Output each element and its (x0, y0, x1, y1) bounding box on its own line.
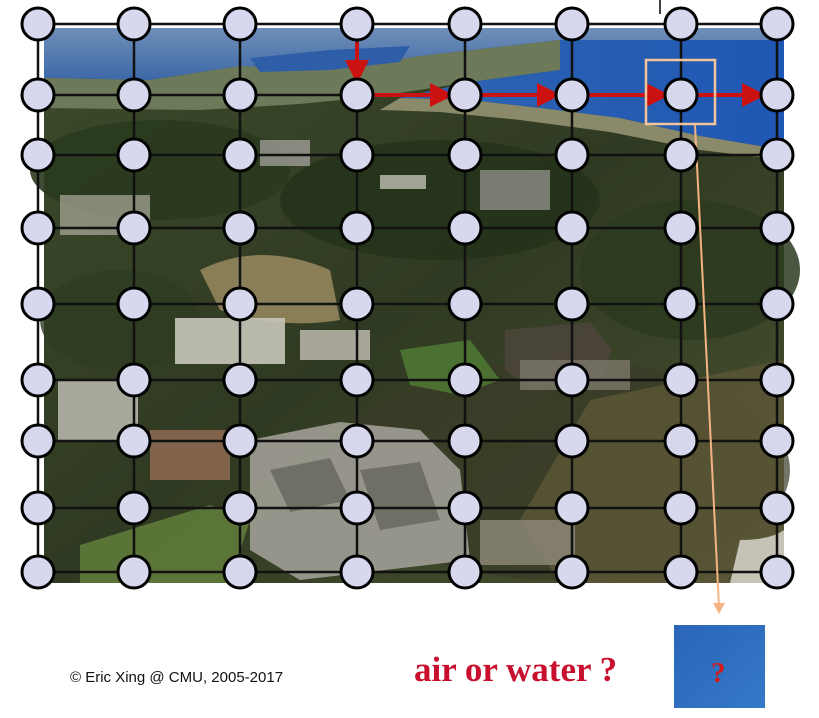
grid-node (118, 139, 150, 171)
grid-node (665, 492, 697, 524)
grid-node (118, 212, 150, 244)
grid-node (118, 79, 150, 111)
grid-node (224, 212, 256, 244)
grid-node (341, 556, 373, 588)
grid-node (118, 8, 150, 40)
grid-node (761, 288, 793, 320)
grid-node (556, 288, 588, 320)
grid-node (449, 8, 481, 40)
grid-node (22, 425, 54, 457)
grid-node (556, 79, 588, 111)
grid-node (118, 556, 150, 588)
grid-node (761, 492, 793, 524)
grid-node (556, 212, 588, 244)
grid-node (556, 556, 588, 588)
grid-node (118, 288, 150, 320)
grid-node (665, 212, 697, 244)
grid-node (449, 139, 481, 171)
grid-node (665, 79, 697, 111)
grid-node (761, 364, 793, 396)
grid-node (341, 425, 373, 457)
grid-node (665, 139, 697, 171)
grid-node (761, 425, 793, 457)
grid-node (341, 8, 373, 40)
grid-node (224, 288, 256, 320)
grid-node (22, 79, 54, 111)
callout-arrowhead (713, 603, 725, 614)
grid-node (22, 364, 54, 396)
grid-node (341, 79, 373, 111)
grid-node (22, 288, 54, 320)
grid-node (22, 492, 54, 524)
grid-node (118, 492, 150, 524)
grid-node (224, 139, 256, 171)
grid-node (556, 425, 588, 457)
grid-node (449, 79, 481, 111)
grid-node (224, 8, 256, 40)
grid-node (449, 425, 481, 457)
grid-node (22, 556, 54, 588)
grid-node (341, 212, 373, 244)
grid-node (224, 556, 256, 588)
grid-node (556, 364, 588, 396)
grid-node (224, 425, 256, 457)
grid-node (224, 79, 256, 111)
grid-node (341, 364, 373, 396)
grid-node (341, 139, 373, 171)
grid-node (22, 8, 54, 40)
grid-node (556, 8, 588, 40)
air-or-water-question: air or water ? (414, 650, 617, 690)
grid-node (665, 8, 697, 40)
grid-node (761, 556, 793, 588)
grid-node (449, 492, 481, 524)
grid-node (761, 139, 793, 171)
grid-node (22, 139, 54, 171)
grid-node (118, 364, 150, 396)
grid-node (341, 288, 373, 320)
grid-node (449, 556, 481, 588)
grid-node (556, 139, 588, 171)
grid-node (224, 492, 256, 524)
grid-node (665, 364, 697, 396)
grid-node (761, 8, 793, 40)
grid-node (341, 492, 373, 524)
grid-node (118, 425, 150, 457)
grid-node (761, 79, 793, 111)
grid-node (449, 364, 481, 396)
grid-node (556, 492, 588, 524)
grid-node (665, 425, 697, 457)
grid-node (449, 212, 481, 244)
grid-node (22, 212, 54, 244)
grid-node (224, 364, 256, 396)
grid-node (665, 288, 697, 320)
grid-node (665, 556, 697, 588)
grid-node (761, 212, 793, 244)
copyright-text: © Eric Xing @ CMU, 2005-2017 (70, 669, 283, 686)
patch-question-mark: ? (711, 657, 726, 690)
grid-node (449, 288, 481, 320)
